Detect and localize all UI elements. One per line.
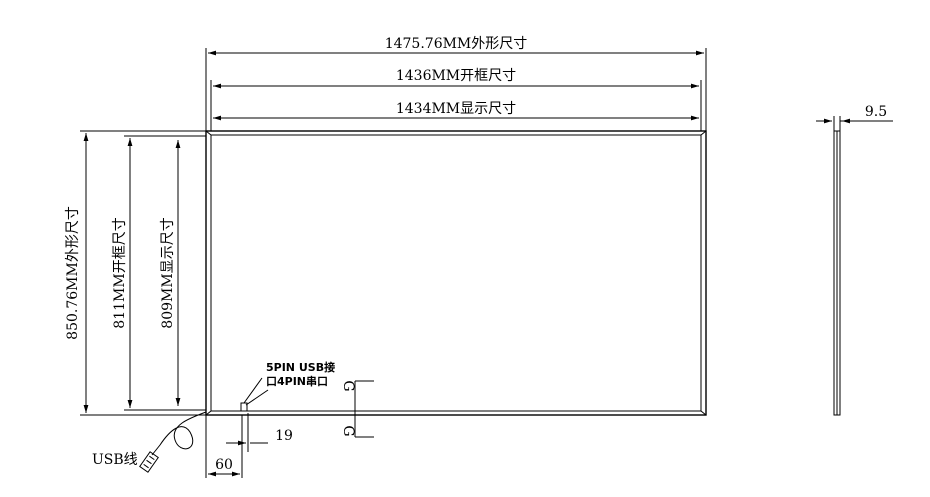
offset-19-dimension: 19 xyxy=(226,413,293,452)
display-width-dimension: 1434MM显示尺寸 xyxy=(213,101,699,121)
serial-port-label: 口4PIN串口 xyxy=(266,374,328,388)
connector: 5PIN USB接 口4PIN串口 xyxy=(240,360,335,412)
usb-cable-label: USB线 xyxy=(92,452,138,468)
panel-outline xyxy=(205,130,707,416)
usb-cable: USB线 xyxy=(92,411,207,473)
g-top-label: G xyxy=(340,380,356,391)
offset-60-label: 60 xyxy=(215,457,233,473)
display-width-label: 1434MM显示尺寸 xyxy=(396,101,516,117)
frame-height-dimension: 811MM开框尺寸 xyxy=(112,135,206,411)
display-height-label: 809MM显示尺寸 xyxy=(160,217,176,328)
offset-60-dimension: 60 xyxy=(205,415,243,478)
outer-width-label: 1475.76MM外形尺寸 xyxy=(385,36,528,52)
usb-port-label: 5PIN USB接 xyxy=(266,360,335,374)
outer-width-dimension: 1475.76MM外形尺寸 xyxy=(205,36,707,131)
display-height-dimension: 809MM显示尺寸 xyxy=(160,140,181,406)
outer-height-dimension: 850.76MM外形尺寸 xyxy=(65,130,206,416)
side-view: 9.5 xyxy=(816,104,893,416)
g-bottom-label: G xyxy=(340,425,356,436)
frame-width-label: 1436MM开框尺寸 xyxy=(396,68,516,84)
offset-19-label: 19 xyxy=(275,428,293,444)
g-markers: G G xyxy=(340,380,374,438)
outer-height-label: 850.76MM外形尺寸 xyxy=(65,206,81,340)
frame-height-label: 811MM开框尺寸 xyxy=(112,217,128,328)
thickness-label: 9.5 xyxy=(865,104,887,120)
frame-width-dimension: 1436MM开框尺寸 xyxy=(210,68,702,131)
